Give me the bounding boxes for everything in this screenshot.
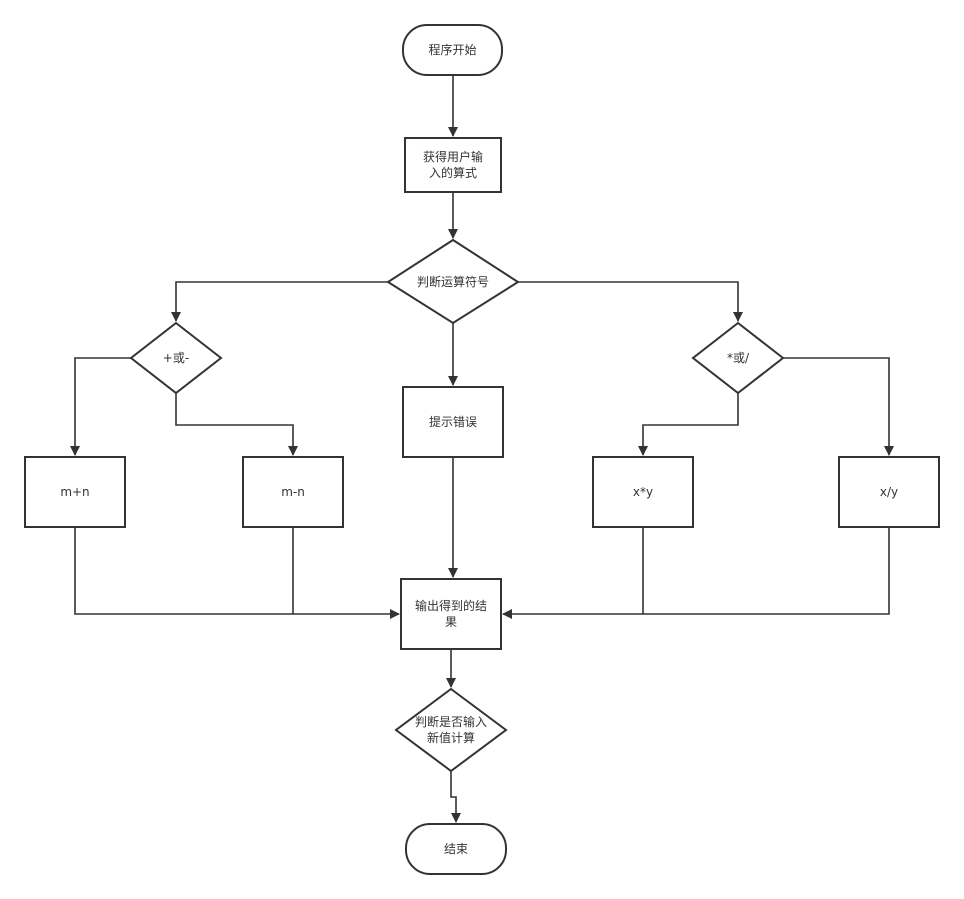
- node-output-result-line-1: 输出得到的结: [415, 598, 487, 613]
- node-output-result[interactable]: 输出得到的结 果: [400, 578, 502, 650]
- node-op-sub[interactable]: m-n: [242, 456, 344, 528]
- node-judge-continue-line-2: 新值计算: [427, 730, 475, 745]
- node-end[interactable]: 结束: [405, 823, 507, 875]
- edge-plusminus-to-add: [70, 357, 131, 456]
- edge-div-to-output: [502, 527, 890, 619]
- node-op-div-label: x/y: [880, 485, 898, 499]
- node-output-result-line-2: 果: [445, 615, 457, 629]
- node-show-error-label: 提示错误: [429, 414, 477, 429]
- node-judge-operator[interactable]: 判断运算符号: [386, 238, 520, 325]
- node-start[interactable]: 程序开始: [402, 24, 503, 76]
- edges: [70, 75, 894, 823]
- node-show-error[interactable]: 提示错误: [402, 386, 504, 458]
- node-judge-continue[interactable]: 判断是否输入 新值计算: [394, 687, 508, 773]
- node-get-input-line-1: 获得用户输: [423, 149, 483, 164]
- edge-add-to-output: [74, 527, 400, 619]
- node-times-or-divide[interactable]: *或/: [691, 321, 785, 395]
- node-op-add[interactable]: m+n: [24, 456, 126, 528]
- edge-judge-to-plusminus: [171, 281, 388, 322]
- edge-timesdivide-to-div: [783, 357, 894, 456]
- node-op-sub-label: m-n: [281, 485, 305, 499]
- edge-timesdivide-to-mul: [638, 393, 739, 456]
- node-op-mul-label: x*y: [633, 485, 653, 499]
- node-op-mul[interactable]: x*y: [592, 456, 694, 528]
- node-get-input[interactable]: 获得用户输 入的算式: [404, 137, 502, 193]
- node-plus-or-minus-label: +或-: [163, 351, 189, 365]
- node-op-div[interactable]: x/y: [838, 456, 940, 528]
- edge-judge-to-timesdivide: [518, 281, 743, 322]
- node-judge-continue-line-1: 判断是否输入: [415, 714, 487, 729]
- node-judge-operator-label: 判断运算符号: [417, 274, 489, 289]
- node-times-or-divide-label: *或/: [727, 351, 750, 365]
- node-plus-or-minus[interactable]: +或-: [129, 321, 223, 395]
- node-start-label: 程序开始: [428, 42, 476, 57]
- edge-continue-to-end: [450, 771, 461, 823]
- node-end-label: 结束: [444, 842, 468, 856]
- node-get-input-line-2: 入的算式: [429, 165, 477, 180]
- edge-plusminus-to-sub: [175, 393, 298, 456]
- node-op-add-label: m+n: [60, 485, 89, 499]
